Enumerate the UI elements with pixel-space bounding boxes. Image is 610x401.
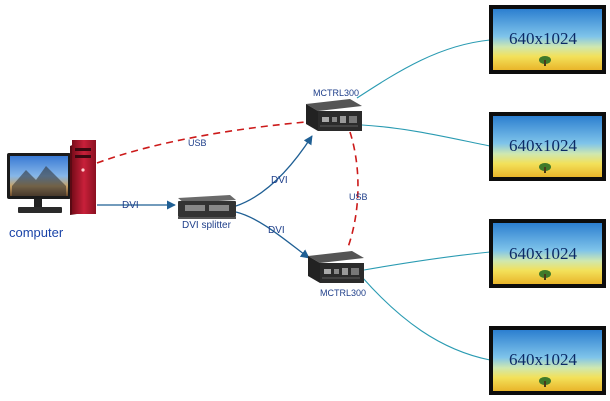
mctrl300-controller-icon [308, 251, 364, 283]
usb-label-vertical: USB [349, 192, 368, 202]
cable-bottom-controller-to-screen-4 [361, 276, 491, 361]
led-screen-1: 640x1024 [489, 5, 606, 74]
led-screen-4: 640x1024 [489, 326, 606, 395]
dvi-arrow-splitter-to-bottom-controller [235, 211, 310, 259]
mctrl300-bottom-label: MCTRL300 [320, 288, 366, 298]
cable-bottom-controller-to-screen-3 [363, 251, 491, 271]
cable-top-controller-to-screen-2 [361, 124, 491, 147]
dvi-arrow-splitter-to-top-controller [235, 135, 313, 207]
computer-label: computer [9, 225, 64, 240]
dvi-label-top: DVI [271, 175, 288, 186]
screen-2-resolution: 640x1024 [509, 136, 578, 155]
usb-cable-controller-link [346, 131, 359, 251]
mctrl300-controller-icon [306, 99, 362, 131]
usb-cable-computer-to-controller [96, 121, 307, 164]
dvi-label-main: DVI [122, 200, 139, 211]
usb-label-top: USB [188, 138, 207, 148]
dvi-label-bottom: DVI [268, 225, 285, 236]
dvi-splitter-icon [178, 195, 236, 219]
screen-1-resolution: 640x1024 [509, 29, 578, 48]
screen-3-resolution: 640x1024 [509, 244, 578, 263]
led-screen-2: 640x1024 [489, 112, 606, 181]
led-screen-3: 640x1024 [489, 219, 606, 288]
cable-top-controller-to-screen-1 [356, 39, 491, 99]
mctrl300-top-label: MCTRL300 [313, 88, 359, 98]
screen-4-resolution: 640x1024 [509, 350, 578, 369]
desktop-computer-icon [7, 140, 96, 215]
dvi-splitter-label: DVI splitter [182, 220, 232, 231]
